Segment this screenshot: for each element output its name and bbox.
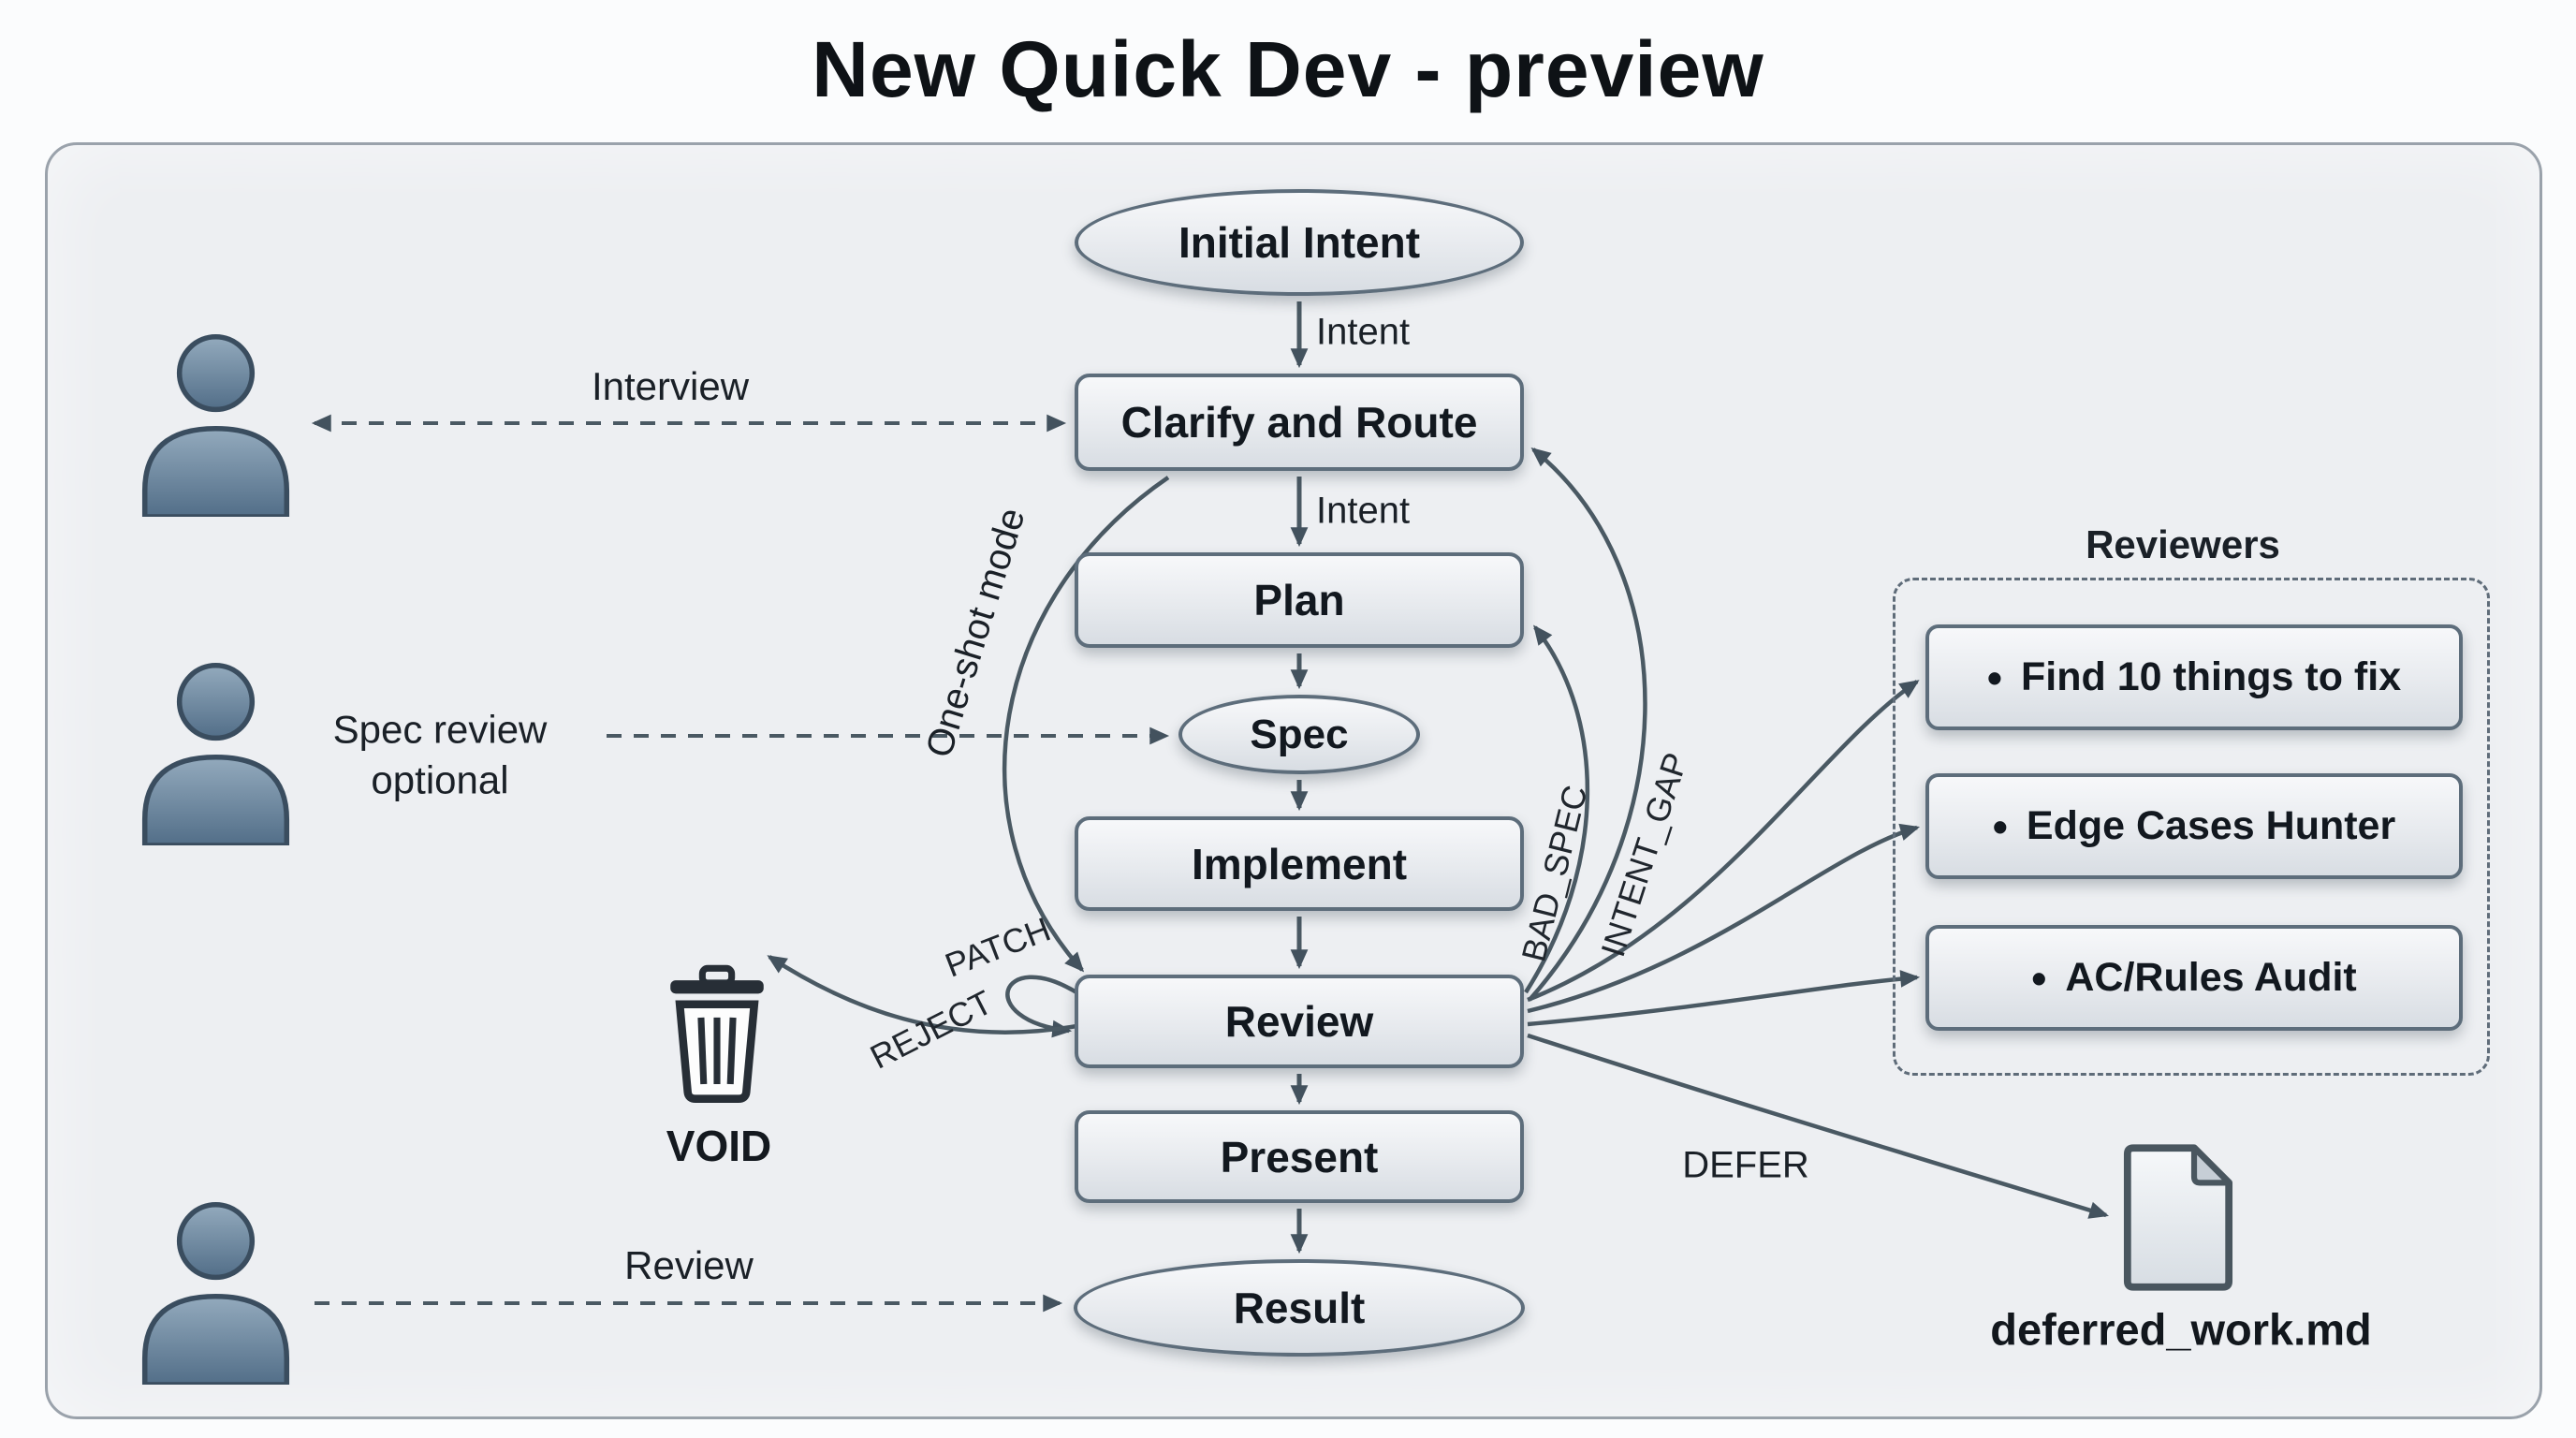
node-label-spec: Spec <box>1250 711 1349 757</box>
void-label: VOID <box>666 1122 772 1170</box>
edge-label-intent-mid: Intent <box>1316 490 1411 532</box>
bullet-icon: • <box>1986 653 2002 702</box>
flow-node-plan: Plan <box>1075 552 1524 648</box>
edge-label-user-review: Review <box>624 1243 754 1288</box>
flow-node-review: Review <box>1075 975 1524 1068</box>
node-label-plan: Plan <box>1253 576 1345 624</box>
node-label-result: Result <box>1233 1284 1366 1332</box>
reviewer-item-label: Edge Cases Hunter <box>2026 803 2396 848</box>
node-label-implement: Implement <box>1191 839 1408 888</box>
person-spec-reviewer-icon <box>141 663 290 845</box>
reviewers-title: Reviewers <box>2086 522 2280 567</box>
edge-label-defer: DEFER <box>1682 1144 1809 1186</box>
flow-node-result: Result <box>1074 1259 1525 1357</box>
flow-node-clarify-and-route: Clarify and Route <box>1075 374 1524 471</box>
deferred-file-label: deferred_work.md <box>1990 1304 2372 1355</box>
document-icon <box>2123 1144 2233 1291</box>
node-label-present: Present <box>1220 1132 1379 1181</box>
flow-node-spec: Spec <box>1178 695 1420 774</box>
node-label-clarify-and-route: Clarify and Route <box>1120 398 1478 447</box>
person-interviewer-icon <box>141 334 290 517</box>
node-label-review: Review <box>1224 997 1374 1046</box>
reviewer-item-label: AC/Rules Audit <box>2065 955 2357 1000</box>
spec-review-line2: optional <box>371 757 509 801</box>
reviewer-item-label: Find 10 things to fix <box>2021 654 2402 699</box>
edge-label-spec-review: Spec review optional <box>333 704 548 805</box>
bullet-icon: • <box>2031 953 2047 1003</box>
page-title: New Quick Dev - preview <box>812 25 1764 113</box>
bullet-icon: • <box>1992 801 2008 851</box>
flow-node-present: Present <box>1075 1110 1524 1203</box>
flow-node-initial-intent: Initial Intent <box>1075 189 1524 296</box>
person-final-reviewer-icon <box>141 1202 290 1385</box>
reviewers-panel <box>1893 578 2490 1076</box>
spec-review-line1: Spec review <box>332 707 548 752</box>
reviewer-item-edge-cases-hunter: • Edge Cases Hunter <box>1925 773 2463 879</box>
flow-node-implement: Implement <box>1075 816 1524 911</box>
reviewer-item-ac-rules-audit: • AC/Rules Audit <box>1925 925 2463 1031</box>
edge-label-intent-top: Intent <box>1316 311 1411 353</box>
edge-label-interview: Interview <box>591 364 750 409</box>
trash-icon <box>670 964 764 1103</box>
node-label-initial-intent: Initial Intent <box>1178 218 1421 267</box>
reviewer-item-find-10-things: • Find 10 things to fix <box>1925 624 2463 730</box>
